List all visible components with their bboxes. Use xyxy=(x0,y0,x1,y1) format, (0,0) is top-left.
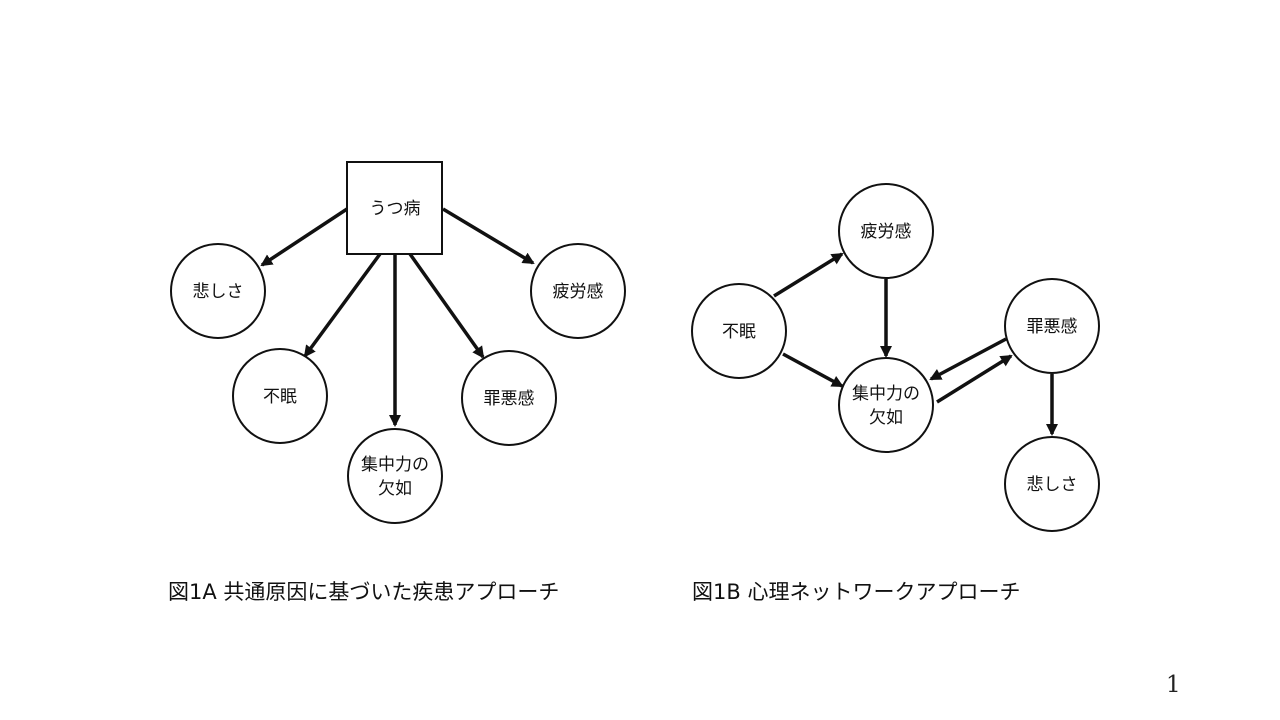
diagram-b: 不眠 疲労感 集中力の 欠如 罪悪感 悲しさ xyxy=(691,183,1100,532)
node-insomnia-label: 不眠 xyxy=(722,322,756,342)
node-concentration-circle xyxy=(347,428,443,524)
diagram-b-edges xyxy=(773,252,1058,436)
node-sadness-label: 悲しさ xyxy=(1027,475,1078,495)
diagrams-canvas: うつ病 悲しさ 不眠 集中力の 欠如 罪悪感 疲労感 xyxy=(170,161,1100,532)
node-sadness-label: 悲しさ xyxy=(193,282,244,302)
node-guilt-label: 罪悪感 xyxy=(484,389,535,409)
node-concentration-label-line1: 集中力の xyxy=(361,455,429,475)
node-guilt-circle xyxy=(461,350,557,446)
node-depression-box xyxy=(346,161,443,255)
node-fatigue-circle xyxy=(838,183,934,279)
node-insomnia-label: 不眠 xyxy=(263,387,297,407)
node-insomnia-circle xyxy=(691,283,787,379)
diagram-a: うつ病 悲しさ 不眠 集中力の 欠如 罪悪感 疲労感 xyxy=(170,161,626,524)
node-concentration-label-line1: 集中力の xyxy=(852,384,920,404)
edge-depression-to-fatigue xyxy=(442,207,535,265)
node-sadness-circle xyxy=(1004,436,1100,532)
node-fatigue-circle xyxy=(530,243,626,339)
node-sadness-circle xyxy=(170,243,266,339)
diagram-a-edges xyxy=(260,207,535,427)
node-guilt-label: 罪悪感 xyxy=(1027,317,1078,337)
node-fatigue-label: 疲労感 xyxy=(861,222,912,242)
node-insomnia-circle xyxy=(232,348,328,444)
node-concentration-circle xyxy=(838,357,934,453)
node-depression-label: うつ病 xyxy=(370,199,421,219)
page-number: 1 xyxy=(1166,672,1181,698)
edge-insomnia-to-concentration xyxy=(782,352,844,388)
edge-concentration-to-guilt xyxy=(936,354,1013,404)
edge-insomnia-to-fatigue xyxy=(773,252,844,298)
edge-depression-to-insomnia xyxy=(303,252,382,358)
edge-depression-to-sadness xyxy=(260,207,348,267)
figure-1b-caption: 図1B 心理ネットワークアプローチ xyxy=(692,580,1021,604)
node-guilt-circle xyxy=(1004,278,1100,374)
edge-guilt-to-concentration xyxy=(929,337,1007,381)
node-concentration-label-line2: 欠如 xyxy=(869,408,903,428)
figure-1a-caption: 図1A 共通原因に基づいた疾患アプローチ xyxy=(168,580,560,604)
edge-depression-to-guilt xyxy=(408,252,485,359)
node-fatigue-label: 疲労感 xyxy=(553,282,604,302)
node-concentration-label-line2: 欠如 xyxy=(378,479,412,499)
